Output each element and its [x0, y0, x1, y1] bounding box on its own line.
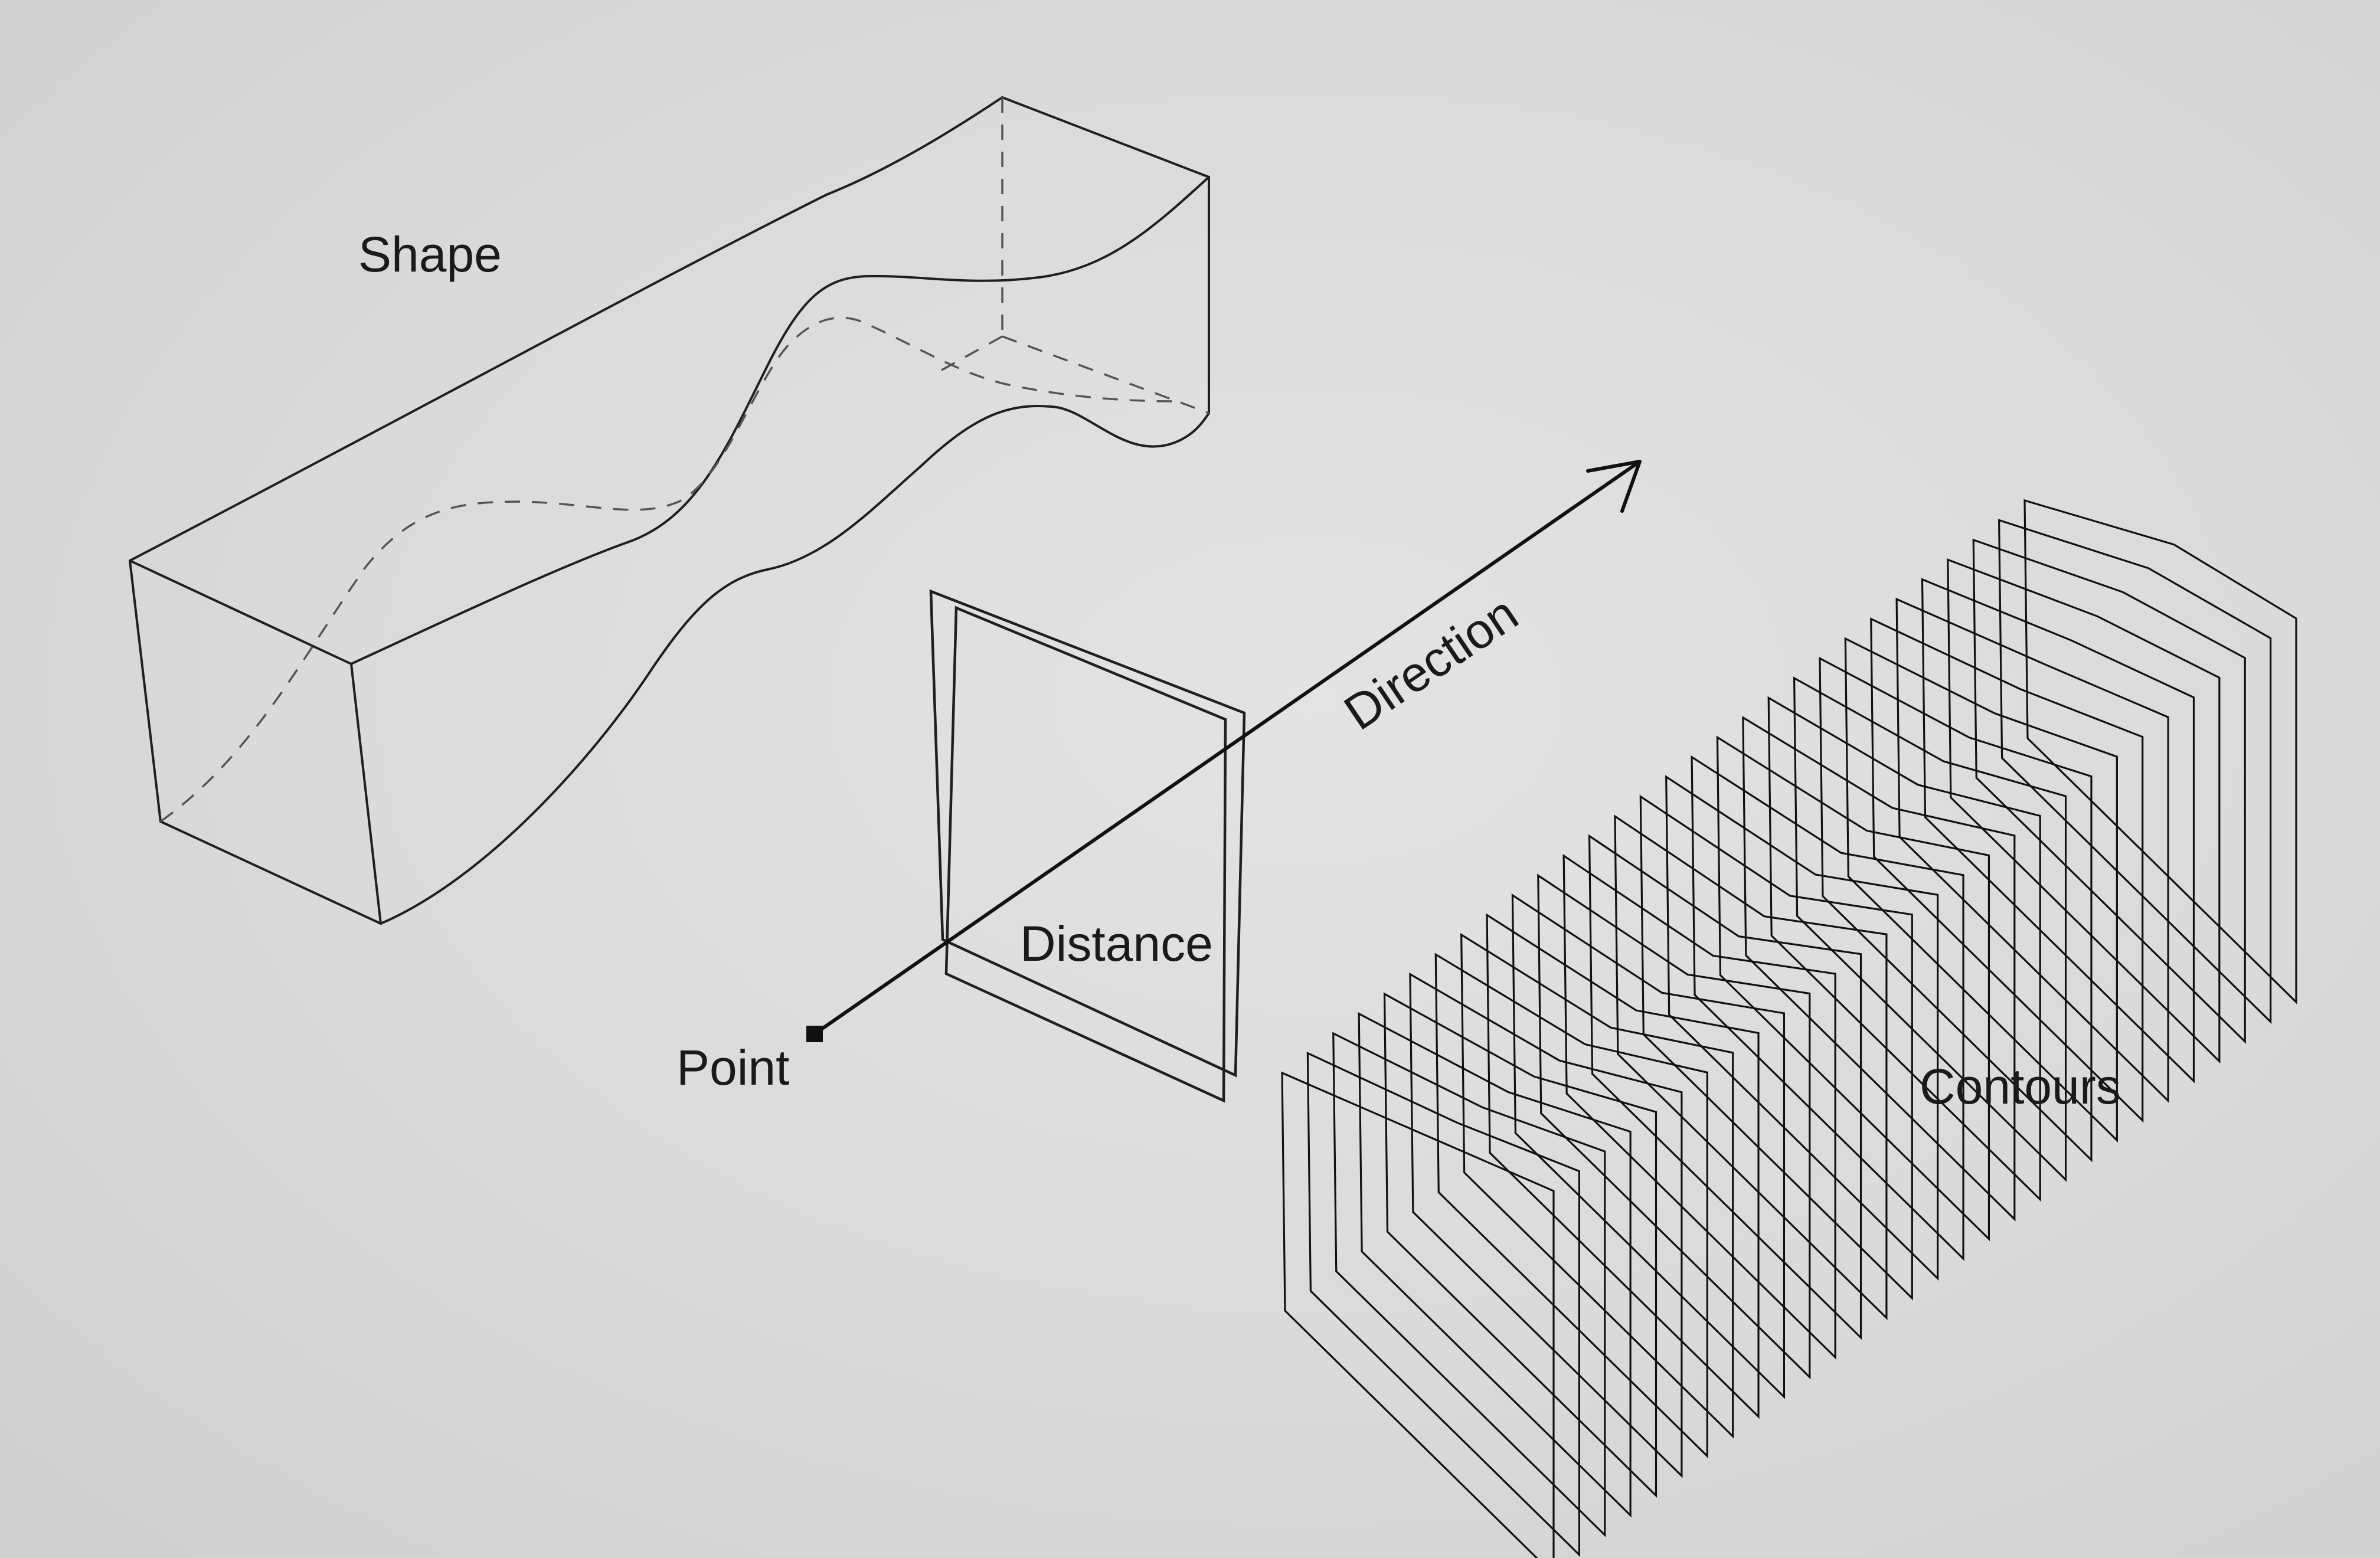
- direction-arrow-head: [1586, 460, 1642, 513]
- point-label: Point: [676, 1040, 789, 1095]
- distance-plane-front: [944, 605, 1227, 1103]
- shape-hidden-far-diagonal: [938, 335, 1003, 373]
- contour-section: [1306, 1052, 1580, 1557]
- shape-top-back-edge: [129, 96, 1003, 562]
- contour-section: [1716, 735, 1990, 1242]
- shape-hidden-far-bottom: [1002, 335, 1209, 414]
- contour-section: [1947, 558, 2221, 1064]
- shape-solid: [129, 96, 1210, 925]
- contour-section: [1767, 696, 2041, 1202]
- contour-section: [1460, 932, 1734, 1439]
- contour-section: [1972, 538, 2246, 1044]
- contour-section: [1383, 992, 1658, 1498]
- contour-section: [2023, 499, 2297, 1004]
- shape-hidden-bottom-back-edge: [159, 316, 1175, 823]
- contour-section: [1639, 794, 1913, 1301]
- contour-section: [1870, 617, 2144, 1123]
- distance-planes: [929, 589, 1246, 1103]
- contour-section: [1511, 893, 1786, 1399]
- contour-section: [1281, 1071, 1555, 1558]
- contour-section: [1434, 953, 1708, 1459]
- distance-label: Distance: [1020, 916, 1213, 971]
- shape-label: Shape: [358, 227, 502, 282]
- contour-section: [1844, 637, 2118, 1143]
- contour-section: [1332, 1032, 1606, 1537]
- shape-far-top-edge: [1001, 96, 1210, 178]
- contour-section: [1895, 597, 2169, 1104]
- contour-stack: [1281, 499, 2297, 1558]
- contour-section: [1691, 755, 1964, 1261]
- contour-section: [1358, 1012, 1632, 1518]
- contour-section: [1921, 578, 2195, 1084]
- contour-section: [1409, 972, 1683, 1478]
- contour-section: [1742, 716, 2016, 1222]
- point-marker: [806, 1026, 823, 1042]
- shape-bottom-front-edge: [380, 404, 1210, 925]
- contour-section: [1998, 519, 2272, 1025]
- contour-section: [1665, 775, 1939, 1281]
- contour-section: [1562, 854, 1836, 1360]
- distance-plane-back: [929, 589, 1246, 1078]
- contour-section: [1614, 814, 1888, 1320]
- shape-near-face: [129, 559, 382, 925]
- contour-section: [1486, 913, 1760, 1419]
- direction-arrow: [806, 460, 1642, 1042]
- direction-arrow-shaft: [813, 460, 1642, 1036]
- contours-label: Contours: [1920, 1059, 2121, 1114]
- shape-top-front-edge: [350, 176, 1210, 665]
- contour-section: [1537, 873, 1811, 1380]
- contour-section: [1588, 834, 1862, 1340]
- contour-section: [1793, 676, 2067, 1182]
- contour-section: [1819, 656, 2093, 1163]
